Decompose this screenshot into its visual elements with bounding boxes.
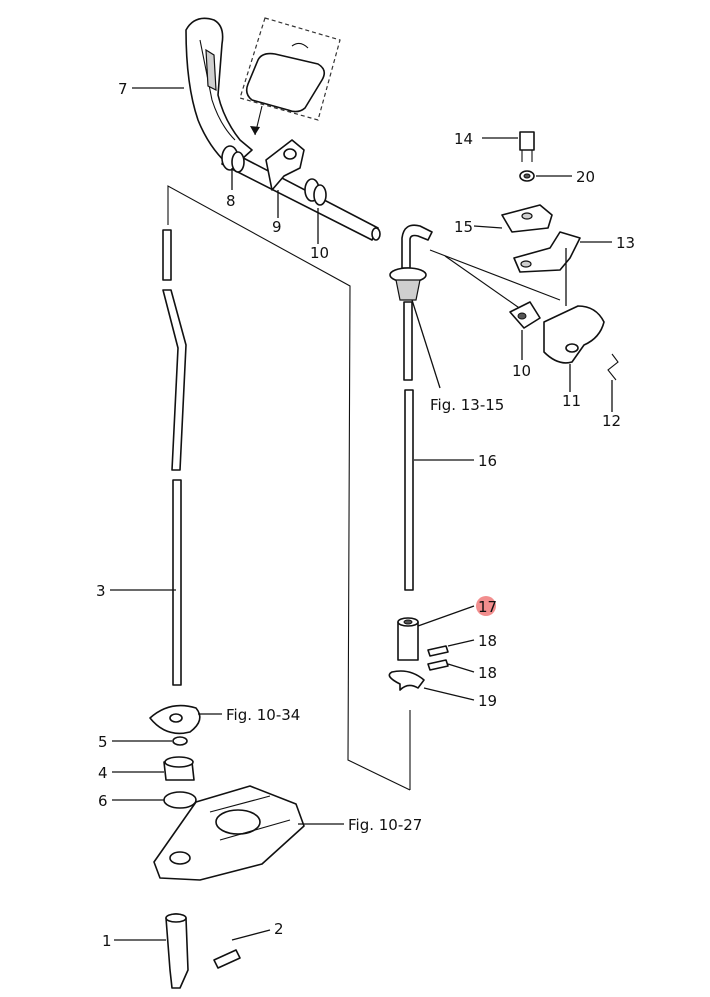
callout-18-upper: 18 <box>478 632 497 650</box>
highlight-marker <box>476 596 496 616</box>
callout-6: 6 <box>98 792 108 810</box>
bottom-assembly-parts <box>149 704 305 989</box>
callout-8: 8 <box>226 192 236 210</box>
figure-ref-13-15: Fig. 13-15 <box>430 396 504 414</box>
callout-labels: 7 8 9 10 3 14 20 15 13 10 11 12 16 17 18… <box>96 80 635 950</box>
callout-15: 15 <box>454 218 473 236</box>
detail-inset <box>239 17 341 136</box>
rod-part <box>162 229 187 686</box>
callout-20: 20 <box>576 168 595 186</box>
callout-10-lower: 10 <box>512 362 531 380</box>
control-rod-part <box>389 224 433 591</box>
figure-ref-10-27: Fig. 10-27 <box>348 816 422 834</box>
callout-3: 3 <box>96 582 106 600</box>
sleeve-parts <box>388 617 449 691</box>
linkage-parts <box>501 131 619 381</box>
callout-1: 1 <box>102 932 112 950</box>
callout-16: 16 <box>478 452 497 470</box>
callout-14: 14 <box>454 130 473 148</box>
callout-11: 11 <box>562 392 581 410</box>
callout-9: 9 <box>272 218 282 236</box>
shift-lever-part <box>185 17 253 169</box>
callout-18-lower: 18 <box>478 664 497 682</box>
leader-lines <box>110 87 613 941</box>
callout-12: 12 <box>602 412 621 430</box>
callout-10-upper: 10 <box>310 244 329 262</box>
callout-4: 4 <box>98 764 108 782</box>
callout-2: 2 <box>274 920 284 938</box>
figure-ref-10-34: Fig. 10-34 <box>226 706 300 724</box>
callout-13: 13 <box>616 234 635 252</box>
callout-17: 17 <box>478 598 497 616</box>
shift-shaft-part <box>221 139 381 241</box>
callout-7: 7 <box>118 80 128 98</box>
callout-5: 5 <box>98 733 108 751</box>
callout-19: 19 <box>478 692 497 710</box>
connection-guides <box>167 185 561 791</box>
